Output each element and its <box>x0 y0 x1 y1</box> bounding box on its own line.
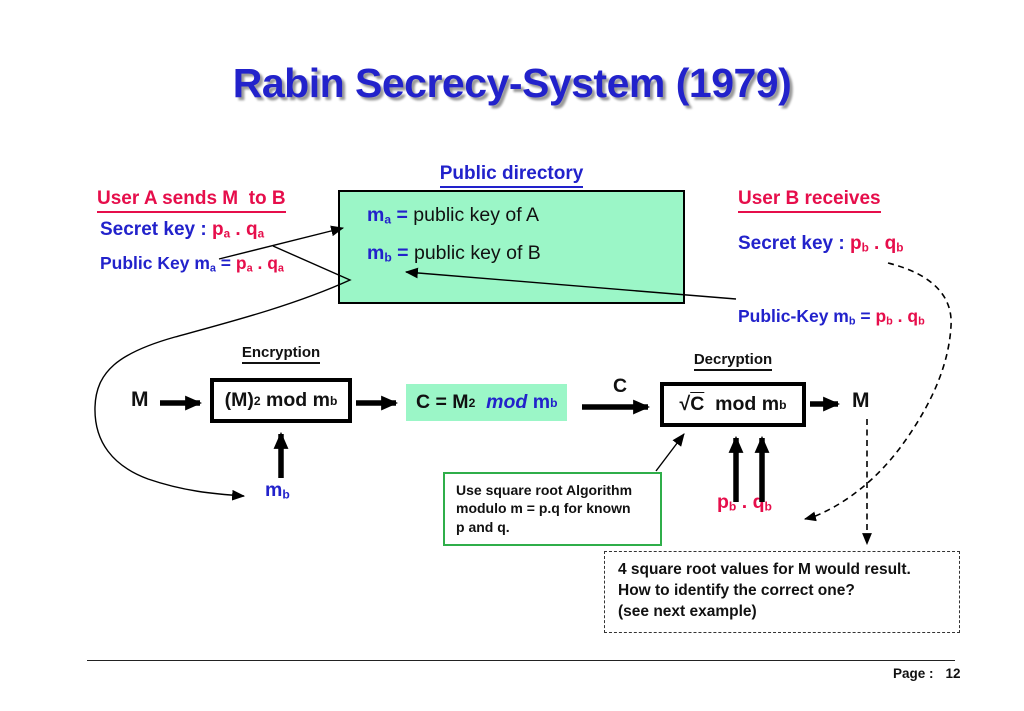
user-a-public-key: Public Key ma = pa . qa <box>100 253 284 275</box>
note-line-1: Use square root Algorithm <box>456 482 633 498</box>
page-label: Page : <box>893 666 934 681</box>
slide-title: Rabin Secrecy-System (1979) <box>232 60 792 106</box>
square-root-note-box: Use square root Algorithm modulo m = p.q… <box>443 472 662 547</box>
public-directory-box: ma = public key of A mb = public key of … <box>338 190 685 304</box>
user-a-heading: User A sends M to B <box>97 188 286 213</box>
encryption-label: Encryption <box>210 344 352 364</box>
note-line-3: p and q. <box>456 518 510 535</box>
user-b-secret-key: Secret key : pb . qb <box>738 233 904 255</box>
arrow-note-to-decryption-box <box>655 433 685 472</box>
user-b-heading: User B receives <box>738 188 881 213</box>
message-input-label: M <box>131 388 149 411</box>
ciphertext-c-label: C <box>613 375 628 397</box>
user-b-public-key: Public-Key mb = pb . qb <box>738 306 925 328</box>
encryption-key-mb-label: mb <box>265 479 290 502</box>
decryption-key-pbqb-label: pb . qb <box>717 491 772 514</box>
directory-entry-mb: mb = public key of B <box>367 242 541 265</box>
page-indicator: Page : 12 <box>893 666 961 681</box>
result-line-3: (see next example) <box>618 602 757 620</box>
user-a-heading-text: User A sends M to B <box>97 188 286 213</box>
encryption-label-text: Encryption <box>241 344 321 364</box>
public-directory-heading-text: Public directory <box>439 163 584 188</box>
result-line-2: How to identify the correct one? <box>618 581 855 599</box>
message-output-label: M <box>852 389 870 412</box>
public-directory-heading: Public directory <box>338 163 685 188</box>
dashed-curve-secret-key-to-pbqb <box>803 262 952 522</box>
curve-directory-mb-to-encryption-key <box>94 245 352 501</box>
result-line-1: 4 square root values for M would result. <box>618 561 911 578</box>
page-number: 12 <box>945 666 961 681</box>
user-a-secret-key: Secret key : pa . qa <box>100 219 265 241</box>
decryption-label: Decryption <box>660 351 806 371</box>
note-line-2: modulo m = p.q for known <box>456 500 631 517</box>
user-b-heading-text: User B receives <box>738 188 881 213</box>
decryption-label-text: Decryption <box>693 351 773 371</box>
footer-divider <box>87 660 955 661</box>
directory-entry-ma: ma = public key of A <box>367 204 540 227</box>
four-roots-result-box: 4 square root values for M would result.… <box>604 551 960 633</box>
